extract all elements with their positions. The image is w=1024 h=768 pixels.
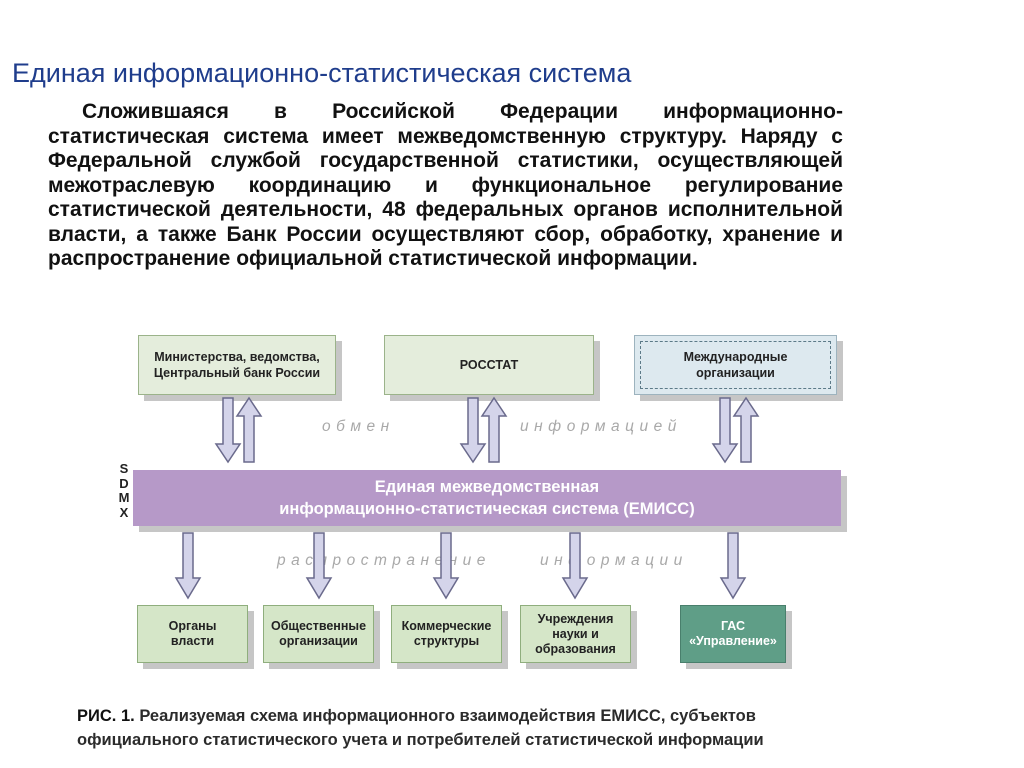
arrow-down-icon	[305, 532, 333, 600]
international-orgs-box: Международные организации	[634, 335, 837, 395]
gas-label: ГАС «Управление»	[689, 619, 777, 648]
gas-box: ГАС «Управление»	[680, 605, 786, 663]
arrow-down-icon	[432, 532, 460, 600]
arrow-down-icon	[719, 532, 747, 600]
rosstat-label: РОССТАТ	[459, 358, 519, 372]
caption-line2: официального статистического учета и пот…	[77, 731, 764, 749]
arrow-down-icon	[711, 397, 739, 464]
arrow-up-icon	[732, 396, 760, 463]
arrow-down-icon	[174, 532, 202, 600]
government-box: Органы власти	[137, 605, 248, 663]
information-label: информацией	[520, 418, 682, 435]
figure-label: РИС. 1.	[77, 707, 135, 725]
caption-line1: Реализуемая схема информационного взаимо…	[139, 707, 756, 725]
international-orgs-label: Международные организации	[683, 350, 788, 380]
figure-caption: РИС. 1. Реализуемая схема информационног…	[77, 704, 764, 752]
page-title: Единая информационно-статистическая сист…	[12, 58, 632, 88]
arrow-down-icon	[214, 397, 242, 464]
sdmx-label: S D M X	[118, 461, 130, 520]
distribution-label: распространение	[277, 552, 491, 569]
emiss-band: Единая межведомственная информационно-ст…	[133, 470, 841, 526]
arrow-up-icon	[235, 396, 263, 463]
emiss-line2: информационно-статистическая система (ЕМ…	[279, 500, 695, 518]
science-edu-box: Учреждения науки и образования	[520, 605, 631, 663]
arrow-down-icon	[459, 397, 487, 464]
ministries-box: Министерства, ведомства, Центральный бан…	[138, 335, 336, 395]
arrow-down-icon	[561, 532, 589, 600]
arrow-up-icon	[480, 396, 508, 463]
commercial-label: Коммерческие структуры	[401, 619, 492, 648]
intro-paragraph: Сложившаяся в Российской Федерации инфор…	[48, 100, 843, 270]
science-edu-label: Учреждения науки и образования	[535, 611, 616, 656]
public-orgs-label: Общественные организации	[270, 619, 367, 648]
emiss-line1: Единая межведомственная	[374, 478, 600, 496]
exchange-label: обмен	[322, 418, 395, 435]
rosstat-box: РОССТАТ	[384, 335, 594, 395]
commercial-box: Коммерческие структуры	[391, 605, 502, 663]
government-label: Органы власти	[168, 619, 217, 648]
ministries-label: Министерства, ведомства, Центральный бан…	[153, 350, 321, 380]
public-orgs-box: Общественные организации	[263, 605, 374, 663]
